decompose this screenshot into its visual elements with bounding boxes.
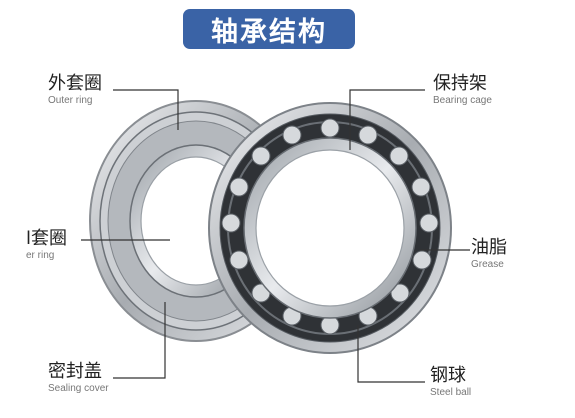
leader-lines [81,89,470,383]
label-bearing-cage: 保持架 Bearing cage [433,74,492,107]
page-title: 轴承结构 [183,9,355,49]
label-grease-en: Grease [471,259,504,270]
label-steel-ball-zh: 钢球 [430,365,466,386]
label-inner-ring-zh: l套圈 [26,228,68,249]
open-bearing [208,102,452,354]
label-grease-zh: 油脂 [471,237,507,258]
label-sealing-cover-en: Sealing cover [48,383,109,394]
label-bearing-cage-zh: 保持架 [433,73,487,94]
label-inner-ring-en: er ring [26,250,55,261]
label-grease: 油脂 Grease [471,238,507,271]
label-sealing-cover: 密封盖 Sealing cover [48,362,109,395]
label-sealing-cover-zh: 密封盖 [48,361,102,382]
label-outer-ring-zh: 外套圈 [48,73,102,94]
label-bearing-cage-en: Bearing cage [433,95,492,106]
label-steel-ball: 钢球 Steel ball [430,366,471,399]
label-outer-ring-en: Outer ring [48,95,93,106]
label-outer-ring: 外套圈 Outer ring [48,74,102,107]
label-steel-ball-en: Steel ball [430,387,472,398]
steel-balls [221,118,439,335]
label-inner-ring: l套圈 er ring [26,229,67,262]
